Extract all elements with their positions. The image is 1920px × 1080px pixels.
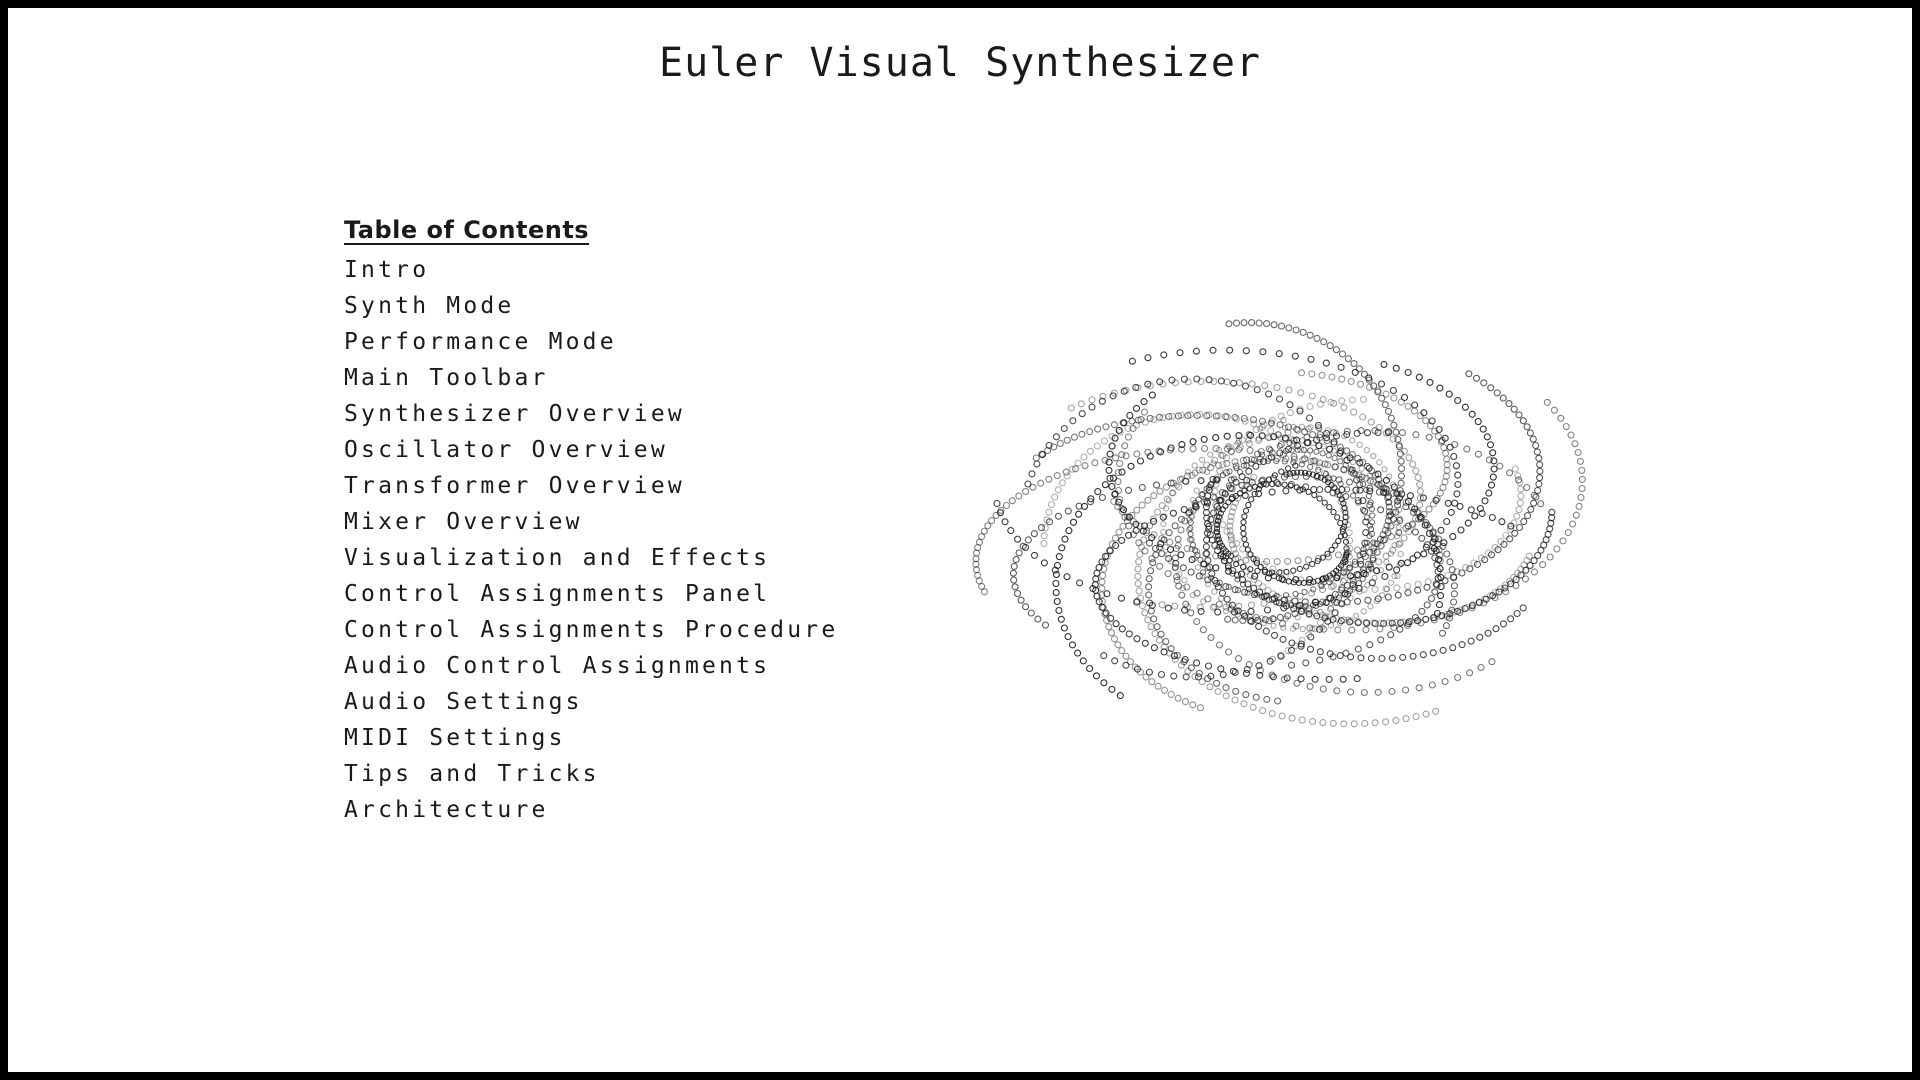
spirograph-visualization [972, 319, 1586, 728]
toc-link-synthesizer-overview[interactable]: Synthesizer Overview [344, 401, 685, 427]
toc-link-architecture[interactable]: Architecture [344, 797, 549, 823]
toc-link-control-assignments-panel[interactable]: Control Assignments Panel [344, 581, 771, 607]
toc-link-performance-mode[interactable]: Performance Mode [344, 329, 617, 355]
toc-link-visualization-and-effects[interactable]: Visualization and Effects [344, 545, 771, 571]
ring-pattern [972, 319, 1586, 728]
toc-link-audio-settings[interactable]: Audio Settings [344, 689, 583, 715]
toc-link-synth-mode[interactable]: Synth Mode [344, 293, 515, 319]
toc-link-oscillator-overview[interactable]: Oscillator Overview [344, 437, 668, 463]
page-title: Euler Visual Synthesizer [659, 40, 1261, 86]
toc-link-tips-and-tricks[interactable]: Tips and Tricks [344, 761, 600, 787]
toc-link-mixer-overview[interactable]: Mixer Overview [344, 509, 583, 535]
toc-link-midi-settings[interactable]: MIDI Settings [344, 725, 566, 751]
toc-link-intro[interactable]: Intro [344, 257, 430, 283]
toc-link-transformer-overview[interactable]: Transformer Overview [344, 473, 685, 499]
toc-heading: Table of Contents [344, 216, 590, 244]
toc-link-audio-control-assignments[interactable]: Audio Control Assignments [344, 653, 771, 679]
toc-link-main-toolbar[interactable]: Main Toolbar [344, 365, 549, 391]
toc-link-control-assignments-procedure[interactable]: Control Assignments Procedure [344, 617, 839, 643]
